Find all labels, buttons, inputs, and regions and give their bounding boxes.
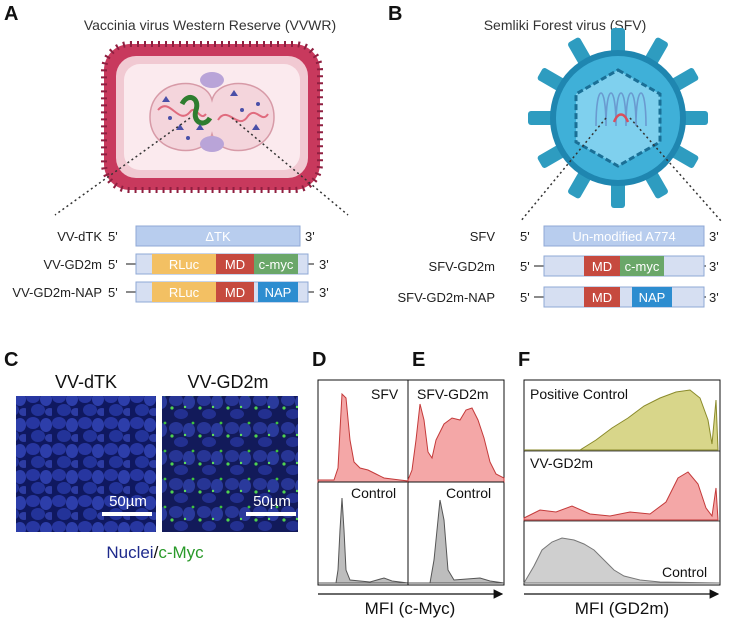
segment-label: RLuc — [169, 285, 200, 300]
segment-dtk — [135, 225, 301, 247]
scale-bar — [246, 512, 296, 516]
five-prime-label: 5' — [108, 257, 118, 272]
axis-label-de: MFI (c-Myc) — [365, 599, 456, 618]
panel-letter-d: D — [312, 349, 326, 371]
segment-md — [216, 254, 254, 274]
micrograph-vv-dtk — [16, 396, 156, 532]
panel-letter-b: B — [388, 3, 402, 25]
histogram-panel-d: SFV Control — [317, 379, 409, 586]
three-prime-label: 3' — [709, 259, 719, 274]
segment-nap — [632, 287, 672, 307]
segment-label: MD — [225, 257, 245, 272]
segment-unmodified — [543, 225, 705, 247]
hist-label-control: Control — [351, 485, 396, 501]
three-prime-label: 3' — [319, 257, 329, 272]
hist-label-vv-gd2m: VV-GD2m — [530, 455, 593, 471]
segment-label: c-myc — [625, 259, 660, 274]
construct-name: SFV — [470, 229, 496, 244]
segment-cmyc — [254, 254, 298, 274]
construct-vv-dtk: VV-dTK 5' 3' ΔTK — [57, 225, 315, 247]
micrograph-vv-gd2m — [162, 396, 298, 532]
five-prime-label: 5' — [520, 259, 530, 274]
construct-vv-gd2m-nap: VV-GD2m-NAP 5' 3' RLuc MD NAP — [12, 281, 329, 303]
vaccinia-virion-illustration — [101, 41, 323, 193]
five-prime-label: 5' — [108, 229, 118, 244]
histogram-panel-f: Positive Control VV-GD2m Control — [523, 379, 721, 586]
zoom-line-right-b — [629, 117, 723, 223]
hist-label-sfv-gd2m: SFV-GD2m — [417, 386, 489, 402]
legend-separator: / — [154, 543, 159, 562]
segment-label: Un-modified A774 — [572, 229, 675, 244]
panel-letter-e: E — [412, 349, 425, 371]
panel-b-title: Semliki Forest virus (SFV) — [484, 17, 647, 33]
hist-label-control: Control — [662, 564, 707, 580]
construct-name: VV-GD2m-NAP — [12, 285, 102, 300]
construct-sfv: SFV 5' 3' Un-modified A774 — [470, 225, 719, 247]
segment-cmyc — [620, 256, 664, 276]
scale-bar-text: 50µm — [253, 493, 291, 510]
three-prime-label: 3' — [709, 229, 719, 244]
sfv-virion-illustration — [528, 28, 708, 208]
hist-label-sfv: SFV — [371, 386, 399, 402]
legend-cmyc: c-Myc — [158, 543, 204, 562]
construct-sfv-gd2m: SFV-GD2m 5' 3' MD c-myc — [429, 255, 719, 277]
construct-name: VV-GD2m — [43, 257, 102, 272]
segment-label: MD — [592, 259, 612, 274]
construct-sfv-gd2m-nap: SFV-GD2m-NAP 5' 3' MD NAP — [397, 286, 719, 308]
micrograph-legend: Nuclei/c-Myc — [106, 543, 204, 562]
segment-rluc — [152, 282, 216, 302]
panel-letter-f: F — [518, 349, 530, 371]
axis-label-f: MFI (GD2m) — [575, 599, 669, 618]
segment-label: NAP — [639, 290, 666, 305]
segment-label: MD — [592, 290, 612, 305]
segment-label: ΔTK — [205, 229, 231, 244]
scale-bar-text: 50µm — [109, 493, 147, 510]
histogram-panel-e: SFV-GD2m Control — [407, 379, 505, 586]
segment-rluc — [152, 254, 216, 274]
five-prime-label: 5' — [520, 290, 530, 305]
segment-nap — [258, 282, 298, 302]
zoom-line-right — [231, 117, 349, 216]
scale-bar — [102, 512, 152, 516]
three-prime-label: 3' — [709, 290, 719, 305]
panel-a-title: Vaccinia virus Western Reserve (VVWR) — [84, 17, 336, 33]
segment-label: MD — [225, 285, 245, 300]
construct-vv-gd2m: VV-GD2m 5' 3' RLuc MD c-myc — [43, 253, 329, 275]
segment-md — [584, 287, 620, 307]
five-prime-label: 5' — [520, 229, 530, 244]
segment-label: NAP — [265, 285, 292, 300]
panel-letter-a: A — [4, 3, 18, 25]
segment-label: c-myc — [259, 257, 294, 272]
segment-label: RLuc — [169, 257, 200, 272]
construct-name: SFV-GD2m — [429, 259, 495, 274]
micro-label-vv-dtk: VV-dTK — [55, 372, 117, 392]
construct-name: VV-dTK — [57, 229, 102, 244]
three-prime-label: 3' — [305, 229, 315, 244]
legend-nuclei: Nuclei — [106, 543, 153, 562]
hist-label-positive-control: Positive Control — [530, 386, 628, 402]
panel-letter-c: C — [4, 349, 18, 371]
construct-name: SFV-GD2m-NAP — [397, 290, 495, 305]
hist-label-control: Control — [446, 485, 491, 501]
micro-label-vv-gd2m: VV-GD2m — [187, 372, 268, 392]
segment-md — [584, 256, 620, 276]
segment-md — [216, 282, 254, 302]
five-prime-label: 5' — [108, 285, 118, 300]
three-prime-label: 3' — [319, 285, 329, 300]
